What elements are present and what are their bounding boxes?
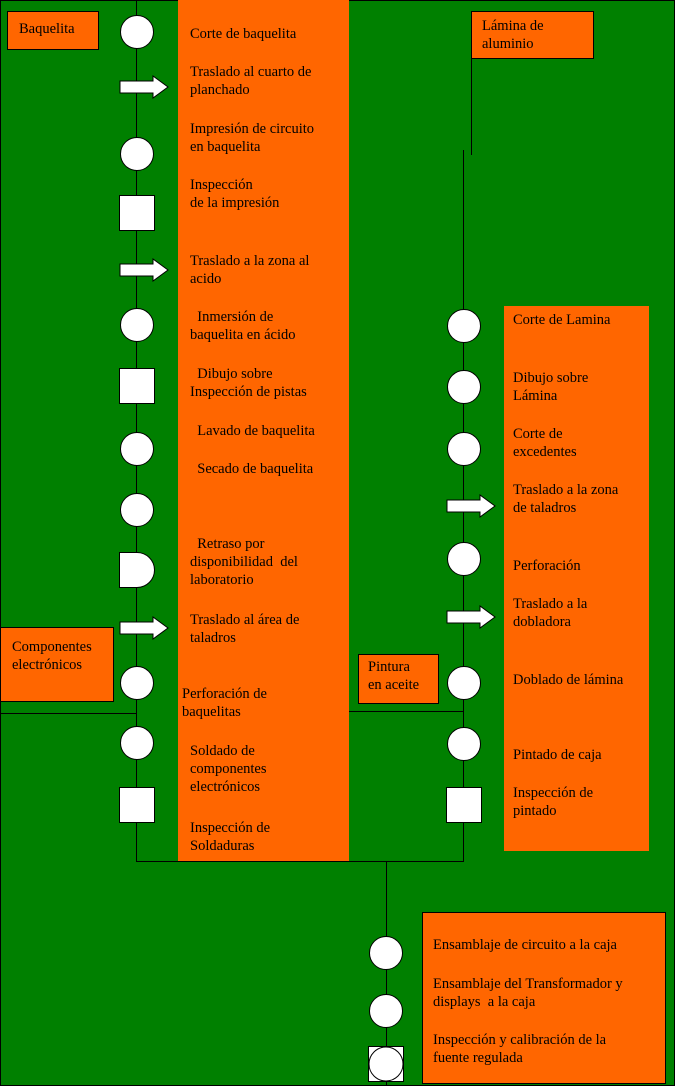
step-label: Ensamblaje de circuito a la caja <box>433 937 617 953</box>
step-label: Traslado a la dobladora <box>513 596 588 630</box>
componentes-feed-line <box>0 713 137 714</box>
step-label: Traslado a la zona al acido <box>190 253 310 287</box>
final-flow-line <box>386 862 387 1086</box>
operation-circle-icon <box>447 542 481 576</box>
step-label: Inspección de pintado <box>513 785 594 819</box>
step-label: Inspección de Soldaduras <box>190 820 271 854</box>
right-flow-line <box>463 293 464 862</box>
step-label: Perforación de baquelitas <box>182 686 267 720</box>
inspection-square-icon <box>119 368 155 404</box>
input-componentes-electronicos: Componentes electrónicos <box>0 627 114 702</box>
pintura-feed-line <box>349 711 464 712</box>
step-label: Corte de excedentes <box>513 426 577 460</box>
step-label: Soldado de componentes electrónicos <box>190 743 267 795</box>
step-label: Secado de baquelita <box>190 461 314 477</box>
step-label: Impresión de circuito en baquelita <box>190 121 315 155</box>
transport-arrow-icon <box>446 494 496 518</box>
operation-circle-icon <box>120 15 154 49</box>
step-label: Inmersión de baquelita en ácido <box>190 309 296 343</box>
step-label: Inspección de la impresión <box>190 177 280 211</box>
step-label: Dibujo sobre Inspección de pistas <box>190 366 307 400</box>
inspection-square-icon <box>119 787 155 823</box>
step-label: Lavado de baquelita <box>190 423 315 439</box>
transport-arrow-icon <box>119 258 169 282</box>
merge-line <box>136 861 464 862</box>
lamina-feed-line-b <box>463 150 464 300</box>
input-baquelita: Baquelita <box>7 11 99 50</box>
operation-circle-icon <box>120 726 154 760</box>
input-pintura-aceite: Pintura en aceite <box>358 654 439 704</box>
step-label: Retraso por disponibilidad del laborator… <box>190 536 298 588</box>
operation-circle-icon <box>447 727 481 761</box>
left-flow-line <box>136 0 137 862</box>
operation-circle-icon <box>120 493 154 527</box>
operation-circle-icon <box>447 309 481 343</box>
right-steps-panel <box>504 306 649 851</box>
transport-arrow-icon <box>446 605 496 629</box>
step-label: Ensamblaje del Transformador y displays … <box>433 976 623 1010</box>
step-label: Corte de baquelita <box>190 26 297 42</box>
operation-circle-icon <box>369 936 403 970</box>
operation-circle-icon <box>120 308 154 342</box>
step-label: Corte de Lamina <box>513 312 611 328</box>
operation-circle-icon <box>120 666 154 700</box>
final-steps-panel <box>422 912 666 1084</box>
delay-d-icon <box>119 552 155 588</box>
operation-circle-icon <box>120 432 154 466</box>
operation-circle-icon <box>447 666 481 700</box>
step-label: Traslado al área de taladros <box>190 612 300 646</box>
transport-arrow-icon <box>119 616 169 640</box>
lamina-feed-line-a <box>471 15 472 155</box>
step-label: Perforación <box>513 558 581 574</box>
step-label: Pintado de caja <box>513 747 602 763</box>
operation-circle-icon <box>447 432 481 466</box>
step-label: Traslado a la zona de taladros <box>513 482 619 516</box>
step-label: Doblado de lámina <box>513 672 624 688</box>
operation-inspection-icon <box>368 1046 404 1082</box>
step-label: Inspección y calibración de la fuente re… <box>433 1032 607 1066</box>
operation-circle-icon <box>120 137 154 171</box>
inspection-square-icon <box>446 787 482 823</box>
step-label: Traslado al cuarto de planchado <box>190 64 312 98</box>
input-lamina-aluminio: Lámina de aluminio <box>471 11 594 59</box>
transport-arrow-icon <box>119 75 169 99</box>
operation-circle-icon <box>369 994 403 1028</box>
operation-circle-icon <box>447 370 481 404</box>
left-steps-panel <box>178 0 349 862</box>
inspection-square-icon <box>119 195 155 231</box>
step-label: Dibujo sobre Lámina <box>513 370 589 404</box>
